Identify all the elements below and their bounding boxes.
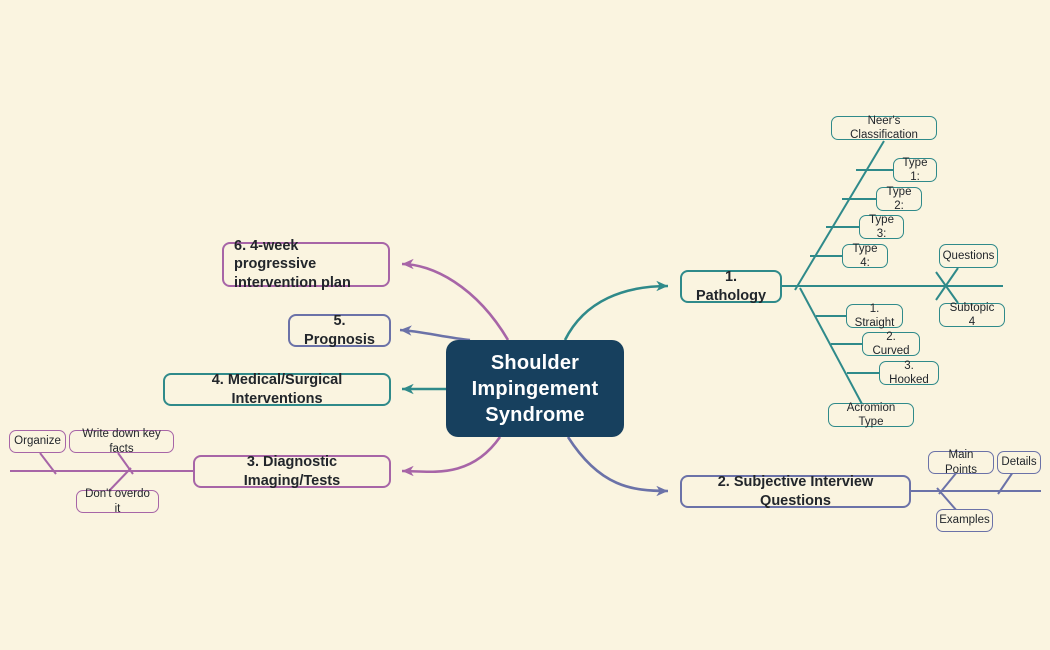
rib-examples [936,487,958,512]
connector-root-to-subjective [566,436,669,497]
connector-root-to-prognosis [399,325,471,342]
branch-node-prognosis[interactable]: 5. Prognosis [288,313,391,348]
sub-node-examples[interactable]: Examples [936,509,993,532]
branch-node-imaging[interactable]: 3. Diagnostic Imaging/Tests [193,454,391,489]
sub-node-questions[interactable]: Questions [939,244,998,268]
sub-node-dont-overdo-it[interactable]: Don't overdo it [76,488,159,515]
connector-root-to-imaging [401,436,502,477]
sub-node-type-2[interactable]: Type 2: [876,186,922,212]
branch-node-plan[interactable]: 6. 4-week progressive intervention plan [222,238,390,291]
root-node[interactable]: Shoulder Impingement Syndrome [446,340,624,437]
sub-node-main-points[interactable]: Main Points [928,449,994,476]
sub-node-neers-classification[interactable]: Neer's Classification [831,115,937,141]
rib-organize [39,452,57,475]
connector-root-to-pathology [563,280,669,341]
sub-node-hooked[interactable]: 3. Hooked [879,360,939,386]
sub-node-subtopic-4[interactable]: Subtopic 4 [939,302,1005,328]
rib-subtopic4 [935,271,959,304]
sub-node-type-4[interactable]: Type 4: [842,243,888,269]
sub-node-acromion-type[interactable]: Acromion Type [828,402,914,428]
sub-node-write-key-facts[interactable]: Write down key facts [69,428,174,455]
sub-node-type-1[interactable]: Type 1: [893,157,937,183]
branch-node-interventions[interactable]: 4. Medical/Surgical Interventions [163,372,391,407]
branch-node-subjective[interactable]: 2. Subjective Interview Questions [680,474,911,509]
rib-details [997,471,1014,495]
rib-questions [935,267,959,301]
sub-node-type-3[interactable]: Type 3: [859,214,904,240]
connector-root-to-plan [401,258,510,341]
sub-node-curved[interactable]: 2. Curved [862,331,920,357]
sub-node-details[interactable]: Details [997,451,1041,474]
sub-node-organize[interactable]: Organize [9,430,66,453]
rib-key-facts [117,452,134,475]
sub-node-straight[interactable]: 1. Straight [846,303,903,329]
branch-node-pathology[interactable]: 1. Pathology [680,269,782,304]
